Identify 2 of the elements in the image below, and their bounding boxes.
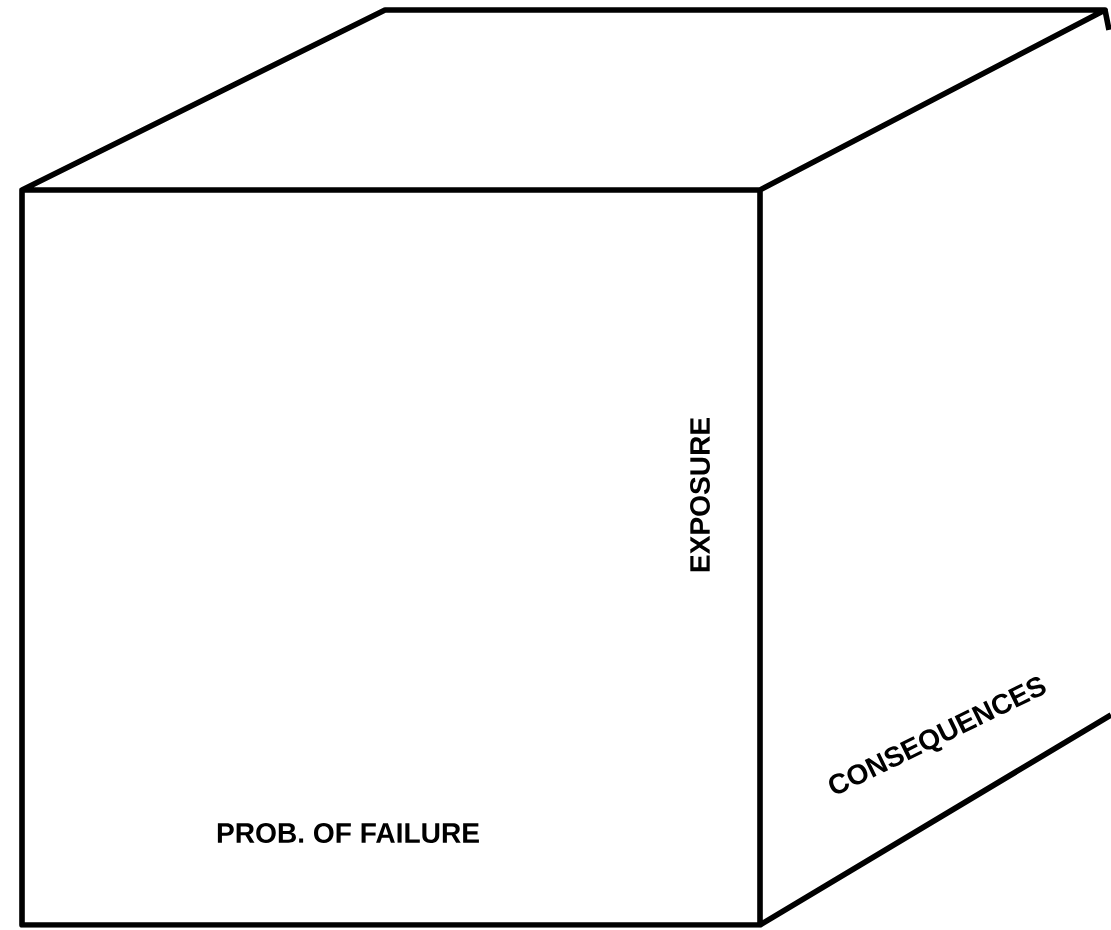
axis-label: EXPOSURE — [690, 418, 710, 572]
axis-label: PROB. OF FAILURE — [217, 823, 479, 843]
